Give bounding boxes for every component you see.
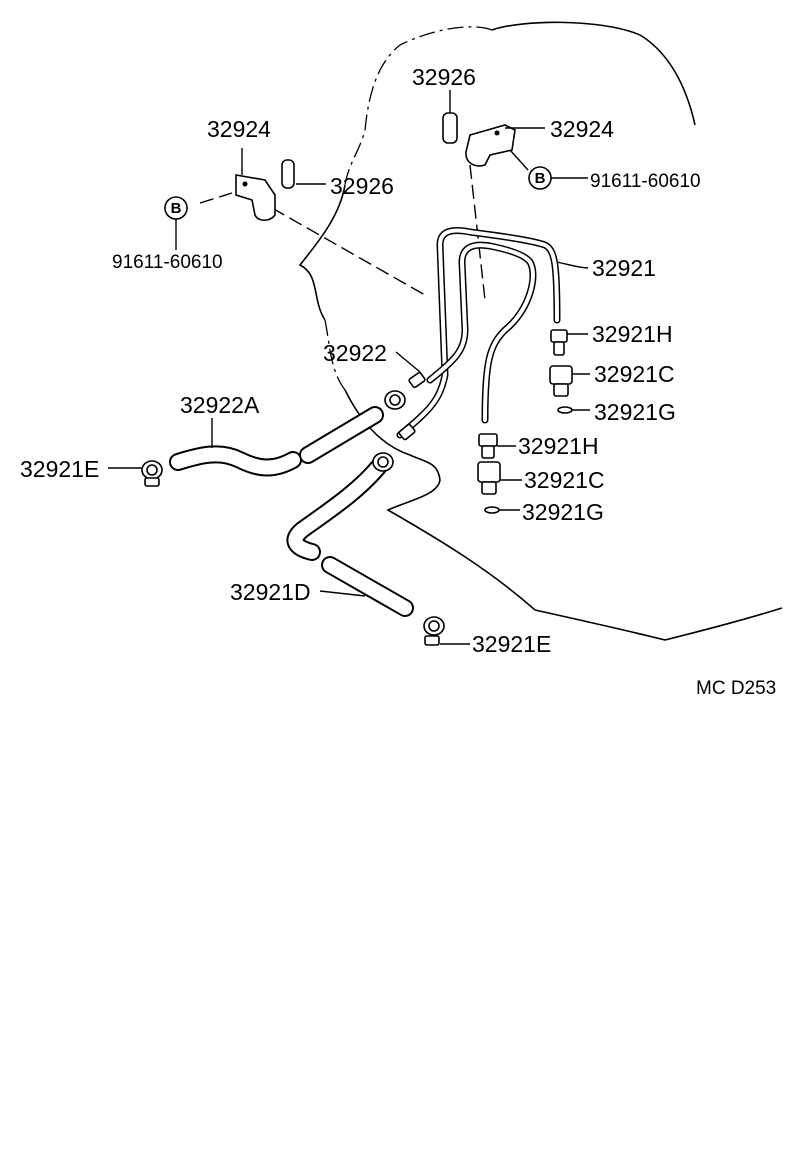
hose-clamps <box>141 390 445 646</box>
diagram-reference-code: MC D253 <box>696 678 776 699</box>
label-pipe-main: 32921 <box>592 255 656 281</box>
label-union-c-lower: 32921C <box>524 467 605 493</box>
rubber-hoses <box>169 406 414 617</box>
label-gasket-g-lower: 32921G <box>522 499 604 525</box>
label-grommet-left: 32926 <box>330 173 394 199</box>
label-gasket-g-upper: 32921G <box>594 399 676 425</box>
label-bolt-left: 91611-60610 <box>112 252 223 273</box>
part-labels: 32924 32926 91611-60610 32926 32924 9161… <box>20 64 776 699</box>
label-bolt-right: 91611-60610 <box>590 171 701 192</box>
label-grommet-top: 32926 <box>412 64 476 90</box>
b-marker-left: B <box>171 200 182 217</box>
label-hose-d: 32921D <box>230 579 311 605</box>
b-marker-right: B <box>535 170 546 187</box>
brackets-and-grommets <box>235 112 516 222</box>
unions-and-gaskets <box>477 329 573 514</box>
label-clamp-bottom: 32921E <box>472 631 551 657</box>
label-bracket-left: 32924 <box>207 116 271 142</box>
label-union-h-upper: 32921H <box>592 321 673 347</box>
label-union-h-lower: 32921H <box>518 433 599 459</box>
fluid-pipe-main <box>396 227 561 441</box>
label-bracket-right: 32924 <box>550 116 614 142</box>
label-hose-a: 32922A <box>180 392 260 418</box>
label-clamp-left: 32921E <box>20 456 99 482</box>
transmission-housing-outline <box>298 21 783 641</box>
label-union-c-upper: 32921C <box>594 361 675 387</box>
label-leader-lines <box>108 90 590 645</box>
label-pipe-short: 32922 <box>323 340 387 366</box>
bolt-reference-markers: B B <box>164 166 552 220</box>
